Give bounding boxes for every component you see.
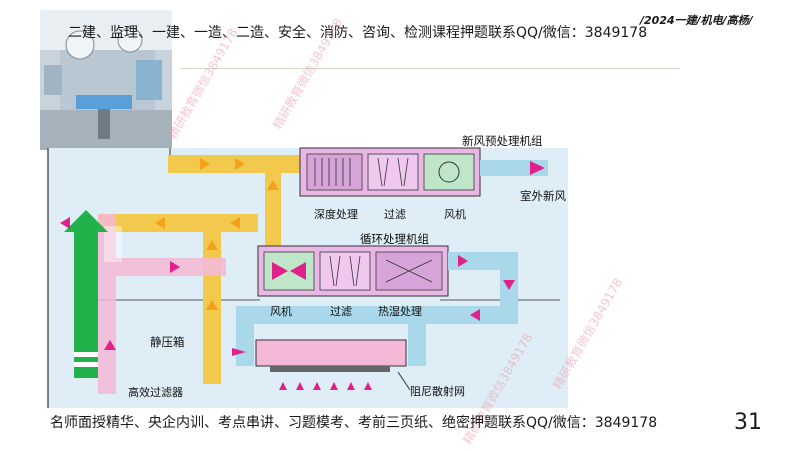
return-duct-left — [236, 306, 254, 366]
return-duct-center — [408, 306, 426, 366]
duct-fresh-air-vertical — [265, 160, 281, 248]
label-filter-2: 过滤 — [330, 305, 352, 318]
filter-section-2 — [319, 251, 371, 291]
operating-room-illustration — [40, 10, 172, 150]
label-outdoor-air: 室外新风 — [520, 189, 566, 203]
label-fan-1: 风机 — [444, 207, 466, 221]
arrow-outdoor-in — [530, 161, 545, 175]
filter-section-1 — [367, 153, 419, 191]
watermark-2: 精研教育微信3849178 — [270, 15, 346, 131]
fan-section-2 — [263, 251, 315, 291]
label-hepa-filter: 高效过滤器 — [128, 385, 183, 399]
static-pressure-box — [255, 339, 407, 367]
course-tag: /2024一建/机电/高杨/ — [640, 14, 753, 27]
page-number: 31 — [734, 410, 762, 435]
bottom-banner-text: 名师面授精华、央企内训、考点串讲、习题模考、考前三页纸、绝密押题联系QQ/微信：… — [50, 415, 658, 431]
exhaust-green-arrowhead — [64, 210, 108, 232]
label-filter-1: 过滤 — [384, 208, 406, 221]
duct-supply-vertical — [203, 214, 221, 384]
dehumidify-section — [306, 153, 363, 191]
label-fan-2: 风机 — [270, 304, 292, 318]
return-duct-bottom — [236, 306, 518, 324]
label-heat-wet: 热湿处理 — [378, 305, 422, 318]
fan-section-1 — [423, 153, 475, 191]
watermark-1: 精研教育微信3849178 — [165, 25, 241, 141]
label-static-box: 静压箱 — [150, 335, 185, 349]
label-dehumidify: 深度处理 — [314, 207, 358, 221]
label-fresh-air-unit: 新风预处理机组 — [462, 134, 543, 148]
damping-net — [270, 366, 390, 372]
header-rule — [180, 68, 680, 69]
label-circulation-unit: 循环处理机组 — [360, 232, 429, 246]
label-damping-net: 阻尼散射网 — [410, 384, 465, 398]
top-banner-text: 二建、监理、一建、一造、二造、安全、消防、咨询、检测课程押题联系QQ/微信：38… — [68, 25, 648, 41]
operating-room-photo — [40, 10, 172, 150]
